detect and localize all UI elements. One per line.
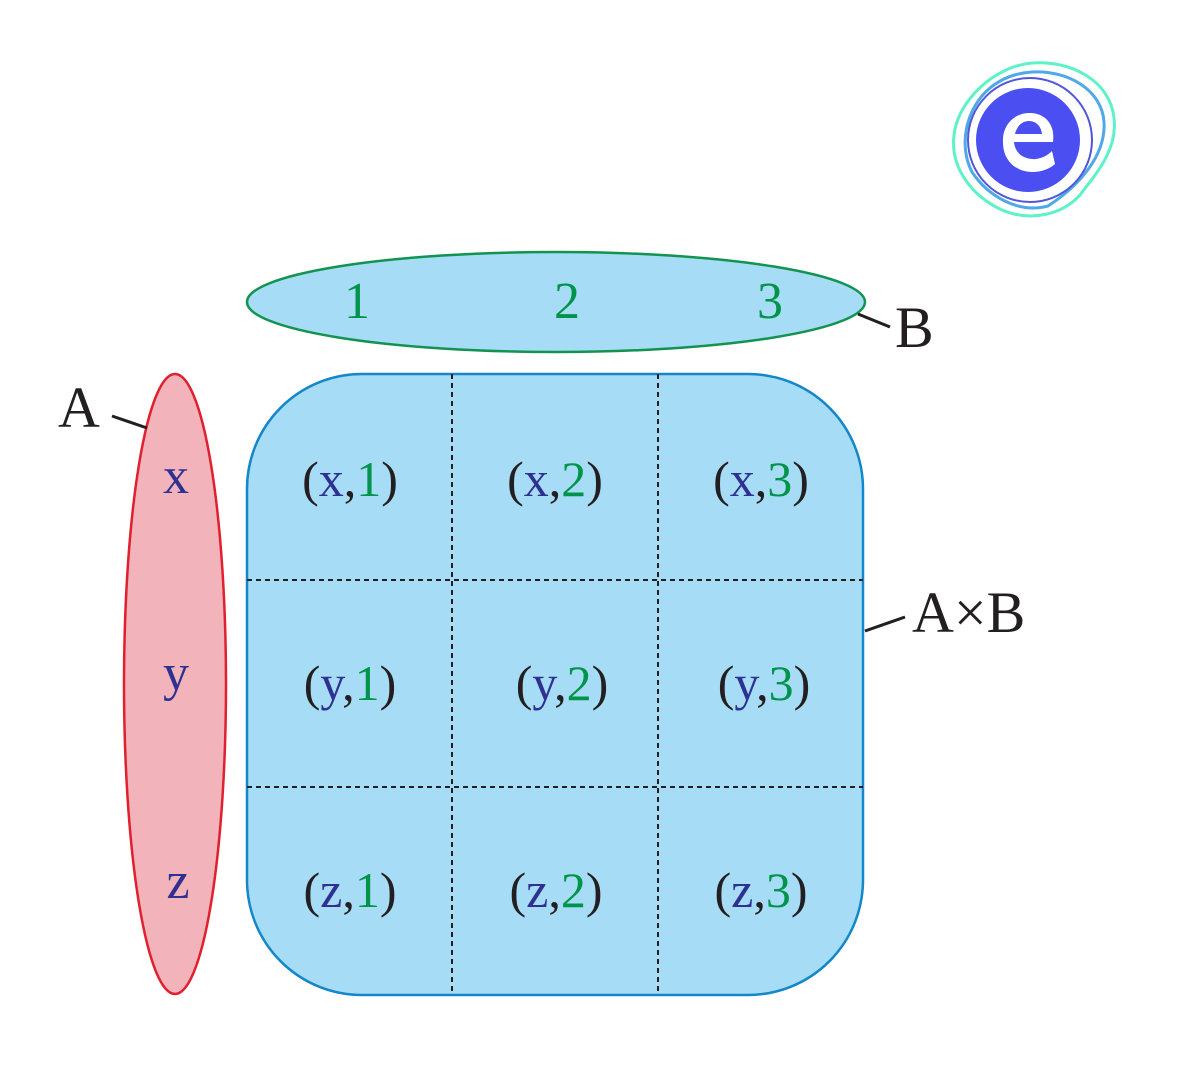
- ordered-pair: (y,2): [516, 655, 609, 711]
- ordered-pair: (x,3): [713, 451, 809, 507]
- ordered-pairs: (x,1) (x,2) (x,3) (y,1) (y,2) (y,3) (z,1…: [302, 451, 810, 918]
- ordered-pair: (z,3): [714, 862, 807, 918]
- product-label: A×B: [912, 580, 1025, 645]
- set-a-element: y: [163, 645, 189, 702]
- ordered-pair: (x,1): [302, 451, 398, 507]
- set-b-element: 2: [554, 273, 580, 330]
- ordered-pair: (y,3): [718, 655, 811, 711]
- ordered-pair: (z,1): [303, 862, 396, 918]
- set-a-leader-line: [111, 414, 148, 430]
- product-leader-line: [864, 615, 906, 633]
- set-b-ellipse: [245, 250, 867, 354]
- product-grid-lines: [247, 374, 863, 995]
- set-b-label: B: [895, 295, 934, 360]
- embibe-logo-icon: [952, 61, 1116, 218]
- set-a-element: x: [163, 448, 189, 505]
- set-b-leader-line: [857, 312, 891, 329]
- set-a-element: z: [166, 853, 189, 910]
- set-b-element: 3: [757, 273, 783, 330]
- set-b-element: 1: [344, 273, 370, 330]
- ordered-pair: (y,1): [304, 655, 397, 711]
- product-box: [245, 372, 865, 997]
- set-a-label: A: [58, 375, 100, 440]
- ordered-pair: (z,2): [509, 862, 602, 918]
- set-a-ellipse: [122, 372, 228, 996]
- ordered-pair: (x,2): [507, 451, 603, 507]
